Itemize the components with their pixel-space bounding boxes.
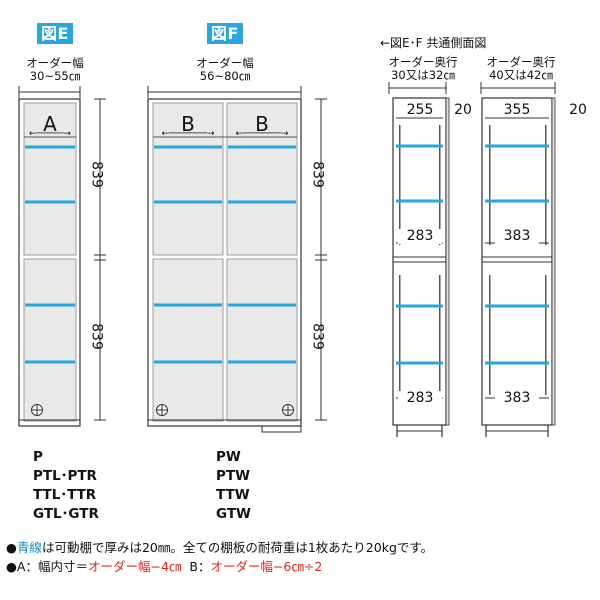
figure-e-movable-shelves — [25, 145, 75, 364]
figure-f-glass-right-upper — [226, 102, 298, 256]
side-right-dim-bottom: 383 — [495, 391, 539, 406]
figure-f-width-range: 56~80㎝ — [199, 69, 251, 83]
figure-e-model: TTL･TTR — [33, 487, 97, 503]
side-right-depth-dimension — [480, 82, 556, 94]
figure-e-model: P — [33, 449, 43, 465]
side-right-movable-shelves — [485, 144, 549, 365]
side-right-dim-mid: 383 — [495, 229, 539, 244]
figure-f-panel-left-arrow: ←───────→ — [161, 129, 215, 139]
note-line-2: ●A：幅内寸＝オーダー幅−4㎝ B：オーダー幅−6㎝÷2 — [6, 559, 322, 575]
lock-icon — [282, 404, 294, 416]
figure-f-movable-shelves — [154, 145, 296, 364]
figure-f-model: TTW — [216, 487, 250, 503]
figure-e-glass-upper — [23, 102, 77, 256]
side-right-depth-range: 40又は42㎝ — [489, 68, 553, 82]
lock-icon — [156, 404, 168, 416]
figure-e-height-dimension — [94, 98, 106, 421]
side-left-peg-holes — [399, 125, 441, 395]
note-b-label: B： — [189, 559, 211, 574]
side-right-dim-back: 20 — [569, 102, 587, 118]
figure-f-model: GTW — [216, 506, 251, 522]
figure-f-badge: 図F — [207, 23, 243, 44]
figure-e-badge: 図E — [37, 23, 73, 44]
note-a-label: A：幅内寸＝ — [16, 559, 88, 574]
figure-f-glass-left-lower — [152, 258, 224, 422]
side-right-dim-top: 355 — [503, 102, 531, 118]
figure-f-width-label: オーダー幅 — [196, 56, 254, 70]
figure-e-width-range: 30~55㎝ — [29, 69, 81, 83]
side-right-peg-holes — [489, 125, 547, 395]
note-line-1-text: は可動棚で厚みは20㎜。全ての棚板の耐荷重は1枚あたり20kgです。 — [41, 540, 434, 555]
side-left-movable-shelves — [396, 144, 443, 365]
lock-icon — [31, 404, 43, 416]
side-left-depth-label: オーダー奥行 — [388, 55, 458, 69]
side-view-title: ←図E･F 共通側面図 — [380, 36, 487, 50]
figure-f-panel-right-arrow: ←───────→ — [235, 129, 289, 139]
side-right-depth-label: オーダー奥行 — [486, 55, 556, 69]
figure-e-model: GTL･GTR — [33, 506, 99, 522]
side-left-dim-back: 20 — [454, 102, 472, 118]
note-line-1: ●青線は可動棚で厚みは20㎜。全ての棚板の耐荷重は1枚あたり20kgです。 — [6, 540, 433, 556]
figure-e-glass-lower — [23, 258, 77, 422]
figure-e-panel-arrow: ←─────→ — [28, 129, 72, 139]
figure-e-panel-label: A — [43, 112, 57, 136]
note-bullet: ● — [6, 540, 17, 555]
figure-f-panel-right-label: B — [255, 112, 269, 136]
figure-f-glass-right-lower — [226, 258, 298, 422]
figure-e-model: PTL･PTR — [33, 468, 97, 484]
figure-f-model: PTW — [216, 468, 250, 484]
side-left-depth-range: 30又は32㎝ — [391, 68, 455, 82]
note-blue-line-term: 青線 — [16, 540, 42, 555]
figure-f-width-dimension — [147, 86, 302, 98]
figure-f-height-dimension — [315, 98, 327, 421]
figure-f-panel-left-label: B — [181, 112, 195, 136]
side-left-dim-bottom: 283 — [398, 391, 442, 406]
note-b-formula: オーダー幅−6㎝÷2 — [210, 559, 323, 574]
figure-f-glass-left-upper — [152, 102, 224, 256]
side-left-dim-mid: 283 — [398, 229, 442, 244]
note-bullet: ● — [6, 559, 17, 574]
figure-e-width-dimension — [18, 86, 81, 98]
figure-f-model: PW — [216, 449, 241, 465]
side-left-dim-top: 255 — [406, 102, 434, 118]
note-a-formula: オーダー幅−4㎝ — [87, 559, 182, 574]
figure-e-width-label: オーダー幅 — [26, 56, 84, 70]
side-left-depth-dimension — [388, 82, 447, 94]
